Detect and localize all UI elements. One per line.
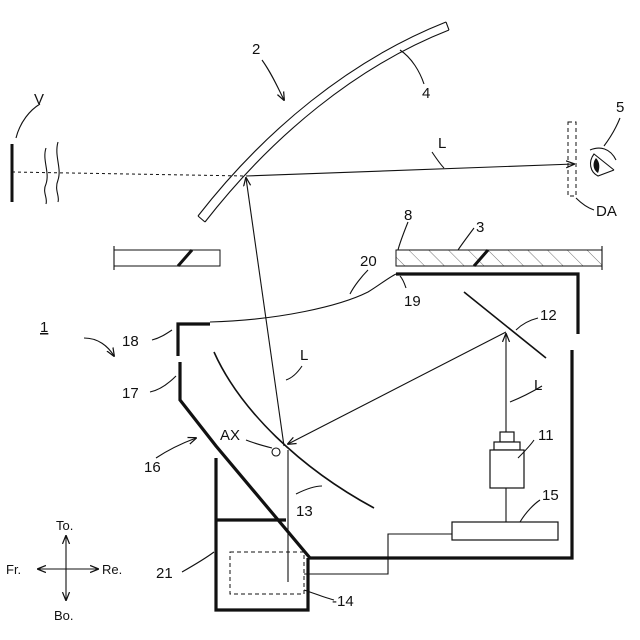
light-to-eye — [246, 164, 574, 176]
leader-19 — [400, 276, 406, 288]
direction-indicator — [38, 536, 98, 600]
leader-12 — [516, 318, 538, 330]
leader-17 — [150, 376, 176, 392]
label-18: 18 — [122, 333, 139, 350]
dashboard — [114, 246, 602, 270]
virtual-image — [12, 142, 59, 204]
direction-front: Fr. — [6, 562, 21, 577]
light-to-concave — [288, 332, 506, 444]
wiring — [304, 534, 452, 574]
label-14: -14 — [332, 593, 354, 610]
eye-icon — [590, 148, 616, 176]
leader-15 — [520, 500, 540, 522]
label-17: 17 — [122, 385, 139, 402]
label-v: V — [34, 91, 44, 108]
direction-top: To. — [56, 518, 73, 533]
display-unit-11 — [490, 432, 524, 522]
cover-20 — [210, 274, 396, 322]
leader-4 — [400, 50, 424, 84]
label-16: 16 — [144, 459, 161, 476]
leader-18 — [152, 330, 172, 340]
arrow-2 — [262, 60, 284, 100]
leader-21 — [182, 552, 214, 572]
label-19: 19 — [404, 293, 421, 310]
label-4: 4 — [422, 85, 430, 102]
leader-l-top — [432, 152, 444, 168]
label-2: 2 — [252, 41, 260, 58]
arrow-16 — [156, 438, 196, 458]
label-l-top: L — [438, 135, 446, 152]
label-l-right: L — [534, 377, 542, 394]
label-13: 13 — [296, 503, 313, 520]
leader-8 — [398, 222, 408, 250]
label-20: 20 — [360, 253, 377, 270]
leader-l-mid — [286, 366, 302, 380]
board-15 — [452, 522, 558, 540]
label-ax: AX — [220, 427, 240, 444]
leader-ax — [246, 440, 272, 448]
label-l-mid: L — [300, 347, 308, 364]
flat-mirror-12 — [464, 292, 546, 358]
light-to-windshield — [246, 178, 284, 446]
windshield — [198, 22, 449, 222]
label-3: 3 — [476, 219, 484, 236]
leader-3 — [458, 228, 474, 250]
arrow-1 — [84, 338, 114, 356]
eyebox-da — [568, 122, 576, 196]
leader-5 — [604, 118, 620, 146]
label-15: 15 — [542, 487, 559, 504]
axis-ax — [272, 448, 280, 456]
direction-bottom: Bo. — [54, 608, 74, 623]
leader-v — [16, 104, 40, 138]
leader-13 — [296, 486, 322, 494]
direction-rear: Re. — [102, 562, 122, 577]
label-11: 11 — [538, 427, 554, 444]
label-5: 5 — [616, 99, 624, 116]
label-da: DA — [596, 203, 617, 220]
actuator-14 — [230, 552, 304, 594]
label-21: 21 — [156, 565, 173, 582]
leader-20 — [350, 270, 368, 294]
label-12: 12 — [540, 307, 557, 324]
label-1: 1 — [40, 319, 48, 336]
label-8: 8 — [404, 207, 412, 224]
leader-da — [576, 198, 594, 210]
